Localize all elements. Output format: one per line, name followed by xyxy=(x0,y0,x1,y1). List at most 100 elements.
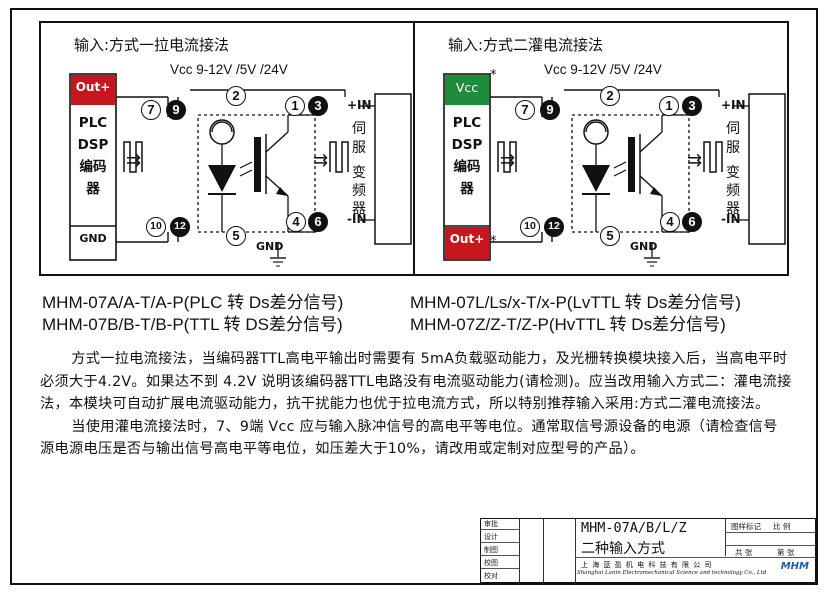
tb-divider-2 xyxy=(543,519,544,582)
panel-2-pin-10: 10 xyxy=(520,217,540,237)
tb-row-proof: 校对 xyxy=(484,572,498,580)
panel-2-out-terminal: Out+ xyxy=(449,232,485,246)
panel-2-arrow-in: ⇉ xyxy=(500,150,516,171)
description-paragraph-2: 当使用灌电流接法时，7、9端 Vcc 应与输入脉冲信号的高电平等电位。通常取信号… xyxy=(40,418,778,458)
panel-1-arrow-out: ⇉ xyxy=(313,150,329,171)
panel-1-arrow-in: ⇉ xyxy=(126,150,142,171)
tb-row-check: 校图 xyxy=(481,558,519,569)
panel-2-pin-1: 1 xyxy=(659,96,679,116)
drawing-frame xyxy=(10,8,818,585)
panel-1-pin-10: 10 xyxy=(146,217,166,237)
panel-1-gnd-terminal: GND xyxy=(79,232,107,245)
panel-1-pin-7: 7 xyxy=(141,100,161,120)
panel-1-pin-9: 9 xyxy=(166,100,186,120)
panel-2-gnd-label: GND xyxy=(630,240,658,253)
panel-1-drive-label: 变 频 器 xyxy=(352,164,366,218)
panel-1-drive-char-2: 频 xyxy=(352,183,366,199)
tb-hline-3 xyxy=(725,545,815,546)
panel-2-supply: Vcc 9-12V /5V /24V xyxy=(544,62,662,77)
panel-1-pin-6: 6 xyxy=(308,212,328,232)
panel-1-drive-char-1: 变 xyxy=(352,165,366,181)
panel-2-pin-6: 6 xyxy=(682,212,702,232)
tb-divider-3 xyxy=(575,519,576,582)
panel-2-bottom-terminal xyxy=(445,227,489,259)
tb-name: 二种输入方式 xyxy=(581,541,665,557)
panel-1-servo-label: 伺 服 xyxy=(352,120,366,158)
panel-2-minus-in: -IN xyxy=(721,212,741,226)
panel-1-pin-1: 1 xyxy=(285,96,305,116)
panel-2-servo-char-2: 服 xyxy=(726,140,740,156)
panel-1-pin-12: 12 xyxy=(170,217,190,237)
wiring-diagrams xyxy=(39,21,789,276)
panel-1-minus-in: -IN xyxy=(347,212,367,226)
panel-1-source-encoder: 编码 xyxy=(79,159,107,175)
panel-2-vcc-terminal: Vcc xyxy=(455,80,479,95)
tb-hline-1 xyxy=(575,557,815,558)
panel-1-pin-5: 5 xyxy=(226,226,246,246)
panel-2-drive-label: 变 频 器 xyxy=(726,164,740,218)
panel-2-pin-9: 9 xyxy=(540,100,560,120)
panel-2-pin-2: 2 xyxy=(600,86,620,106)
panel-1-source-plc: PLC xyxy=(78,115,108,131)
panel-1-plus-in: +IN xyxy=(347,98,372,112)
panel-2-pin-12: 12 xyxy=(544,217,564,237)
panel-1-servo-char-1: 伺 xyxy=(352,121,366,137)
panel-1-source-encoder-2: 器 xyxy=(86,181,100,197)
panel-2-source-encoder-2: 器 xyxy=(460,181,474,197)
panel-1-servo-char-2: 服 xyxy=(352,140,366,156)
panel-2-source-list: PLC DSP 编码 器 xyxy=(445,112,489,200)
tb-row-draw: 制图 xyxy=(481,545,519,556)
title-block: 审批 设计 制图 校图 校对 MHM-07A/B/L/Z 二种输入方式 图样标记… xyxy=(480,518,816,583)
panel-1-pin-3: 3 xyxy=(308,96,328,116)
panel-2-star-top: * xyxy=(490,68,497,83)
model-caption-b: MHM-07B/B-T/B-P(TTL 转 DS差分信号) xyxy=(42,315,343,334)
panel-1-pin-4: 4 xyxy=(286,212,306,232)
panel-2-plus-in: +IN xyxy=(721,98,746,112)
model-caption-l: MHM-07L/Ls/x-T/x-P(LvTTL 转 Ds差分信号) xyxy=(410,293,741,312)
panel-2-pin-5: 5 xyxy=(600,226,620,246)
panel-1-supply: Vcc 9-12V /5V /24V xyxy=(170,62,288,77)
tb-hline-2 xyxy=(725,532,815,533)
panel-2-source-dsp: DSP xyxy=(451,137,483,153)
description: 方式一拉电流接法，当编码器TTL高电平输出时需要有 5mA负载驱动能力，及光栅转… xyxy=(40,348,792,461)
panel-1-gnd-label: GND xyxy=(256,240,284,253)
panel-2-drive-char-2: 频 xyxy=(726,183,740,199)
panel-1-source-list: PLC DSP 编码 器 xyxy=(71,112,115,200)
panel-1-drive-char-3: 器 xyxy=(352,201,366,217)
tb-divider-4 xyxy=(725,519,726,556)
panel-1-bottom-terminal xyxy=(71,227,115,259)
panel-2-drive-char-3: 器 xyxy=(726,201,740,217)
panel-2-star-bottom: * xyxy=(490,234,497,249)
tb-scale-label: 比 例 xyxy=(773,522,791,531)
panel-1-source-dsp: DSP xyxy=(77,137,109,153)
panel-2-pin-4: 4 xyxy=(660,212,680,232)
panel-2-servo-label: 伺 服 xyxy=(726,120,740,158)
model-caption-a: MHM-07A/A-T/A-P(PLC 转 Ds差分信号) xyxy=(42,293,344,312)
panel-2-pin-7: 7 xyxy=(515,100,535,120)
panel-1-pin-2: 2 xyxy=(226,86,246,106)
panel-1-title: 输入:方式一拉电流接法 xyxy=(74,36,230,54)
tb-company-en: Shanghai Lanin Electromechanical Science… xyxy=(577,570,767,576)
model-caption-z: MHM-07Z/Z-T/Z-P(HvTTL 转 Ds差分信号) xyxy=(410,315,726,334)
tb-company: 上 海 蓝 盈 机 电 科 技 有 限 公 司 xyxy=(581,561,713,569)
panel-2-drive-char-1: 变 xyxy=(726,165,740,181)
tb-total-label: 共 张 xyxy=(735,548,753,557)
company-logo: MHM xyxy=(780,561,809,572)
tb-model: MHM-07A/B/L/Z xyxy=(581,520,687,536)
tb-row-approve: 审批 xyxy=(481,519,519,530)
tb-row-design: 设计 xyxy=(481,532,519,543)
panel-2-top-terminal xyxy=(445,75,489,105)
description-paragraph-1: 方式一拉电流接法，当编码器TTL高电平输出时需要有 5mA负载驱动能力，及光栅转… xyxy=(40,351,792,412)
tb-divider-1 xyxy=(519,519,520,582)
panel-2-source-plc: PLC xyxy=(452,115,482,131)
panel-2-arrow-out: ⇉ xyxy=(687,150,703,171)
tb-mark-label: 图样标记 xyxy=(731,522,761,531)
panel-2-source-encoder: 编码 xyxy=(453,159,481,175)
panel-2-wiring xyxy=(413,21,789,276)
panel-2-pin-3: 3 xyxy=(682,96,702,116)
panel-1-wiring xyxy=(39,21,415,276)
panel-1-out-terminal: Out+ xyxy=(75,80,111,94)
panel-2-servo-char-1: 伺 xyxy=(726,121,740,137)
panel-2-title: 输入:方式二灌电流接法 xyxy=(448,36,604,54)
panel-1-top-terminal xyxy=(71,75,115,105)
